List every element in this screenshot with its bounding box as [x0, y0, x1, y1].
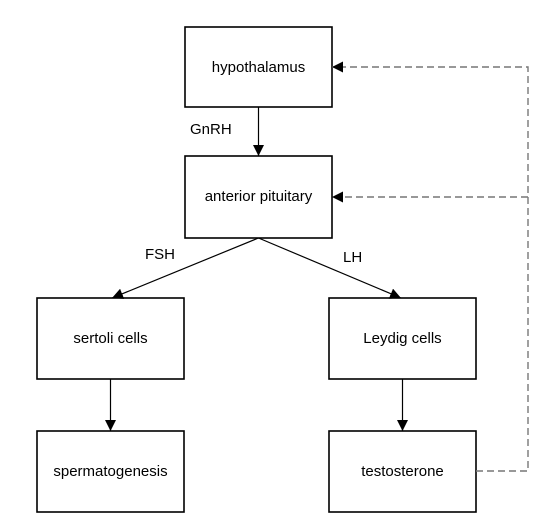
edge-fsh-label: FSH	[145, 246, 175, 263]
edge-fsh-arrow	[111, 237, 259, 299]
node-leydig-cells: Leydig cells	[328, 297, 477, 380]
node-leydig-cells-box	[328, 297, 477, 380]
node-hypothalamus-box	[184, 26, 333, 108]
node-testosterone-box	[328, 430, 477, 513]
node-sertoli-cells-box	[36, 297, 185, 380]
node-sertoli-cells-label: sertoli cells	[73, 330, 147, 347]
node-sertoli-cells: sertoli cells	[36, 297, 185, 380]
edge-lh-label: LH	[343, 249, 362, 266]
node-anterior-pituitary-label: anterior pituitary	[205, 188, 313, 205]
node-anterior-pituitary-box	[184, 155, 333, 239]
node-hypothalamus: hypothalamus	[184, 26, 333, 108]
node-testosterone-label: testosterone	[361, 463, 444, 480]
edge-gnrh-label: GnRH	[190, 121, 232, 138]
node-testosterone: testosterone	[328, 430, 477, 513]
node-hypothalamus-label: hypothalamus	[212, 59, 305, 76]
node-spermatogenesis: spermatogenesis	[36, 430, 185, 513]
node-spermatogenesis-box	[36, 430, 185, 513]
feedback-testosterone-to-hypothalamus-arrow	[332, 61, 529, 472]
edge-lh-arrow	[258, 237, 402, 299]
node-anterior-pituitary: anterior pituitary	[184, 155, 333, 239]
node-spermatogenesis-label: spermatogenesis	[53, 463, 167, 480]
node-leydig-cells-label: Leydig cells	[363, 330, 441, 347]
